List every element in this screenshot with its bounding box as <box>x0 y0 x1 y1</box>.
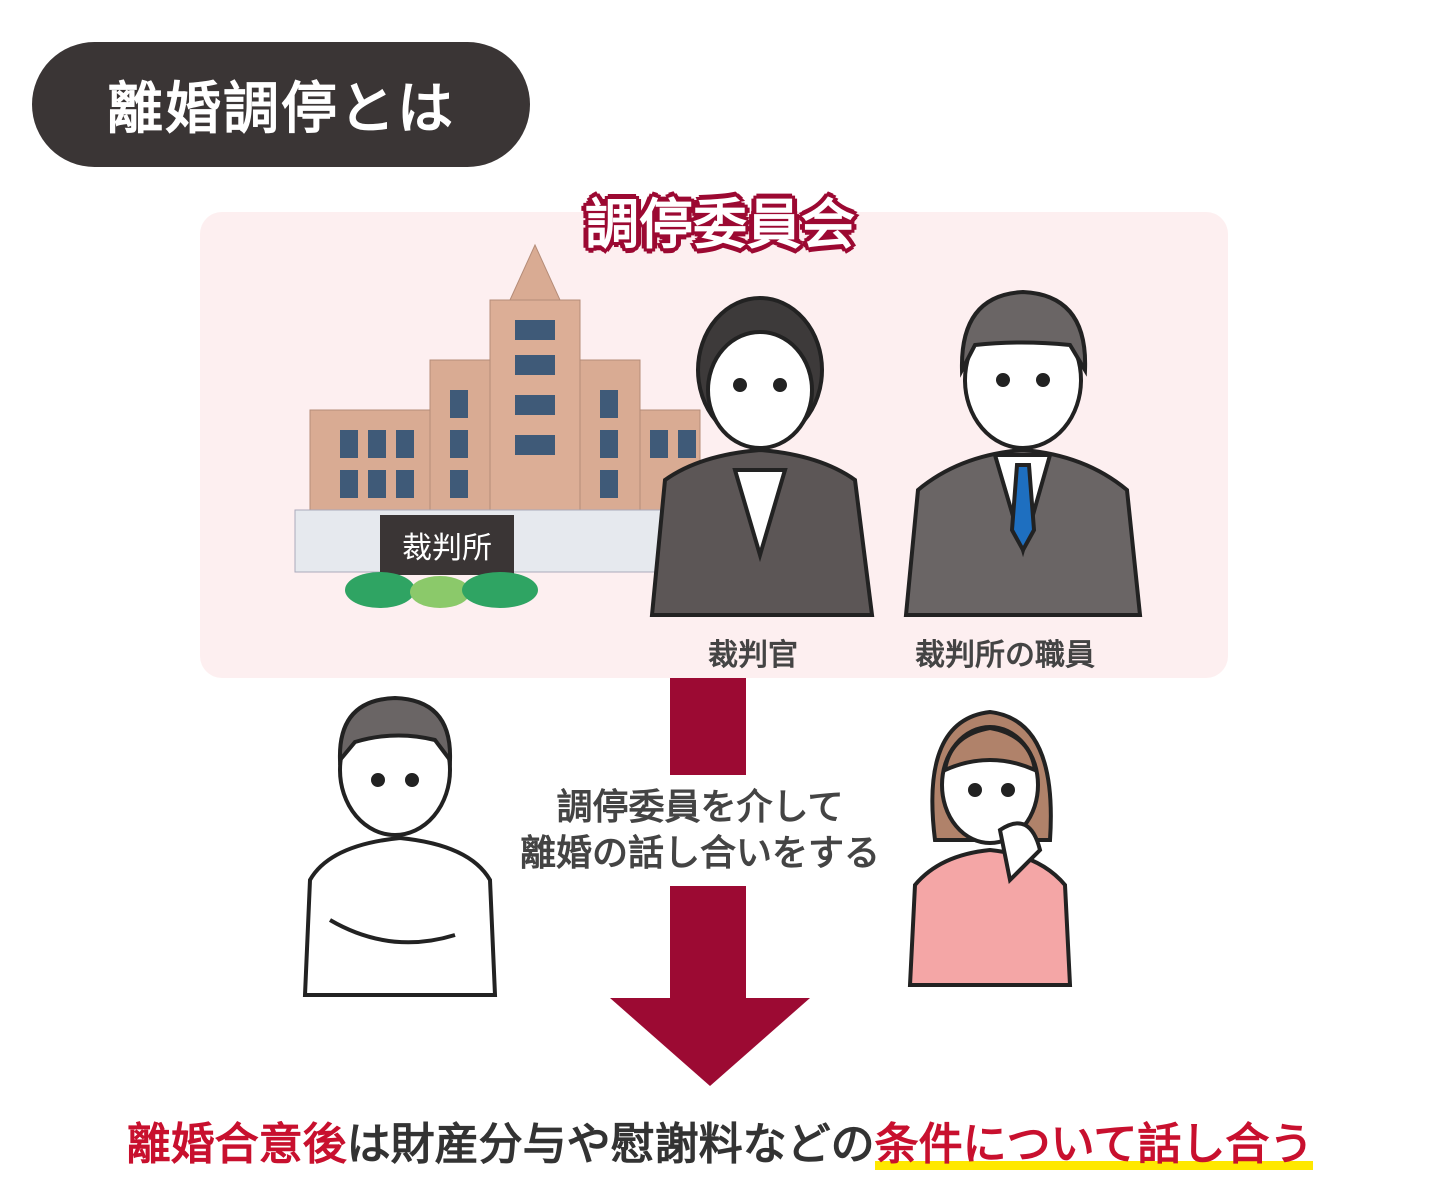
conclusion-highlight-1: 離婚合意後 <box>126 1119 347 1170</box>
judge-illustration <box>649 296 875 617</box>
flow-text-line1: 調停委員を介して <box>556 787 844 828</box>
conclusion-middle: は財産分与や慰謝料などの <box>346 1119 875 1170</box>
conclusion-text: 離婚合意後は財産分与や慰謝料などの条件について話し合う <box>0 1108 1440 1172</box>
page-title: 離婚調停とは <box>32 42 530 167</box>
court-sign: 裁判所 <box>402 531 492 566</box>
court-staff-label: 裁判所の職員 <box>915 638 1095 673</box>
committee-title: 調停委員会 <box>585 193 855 256</box>
courthouse-illustration: 裁判所 <box>294 243 701 608</box>
flow-text-line2: 離婚の話し合いをする <box>519 833 880 874</box>
judge-label: 裁判官 <box>708 638 798 673</box>
court-staff-illustration <box>903 289 1143 617</box>
flow-text: 調停委員を介して 離婚の話し合いをする <box>480 785 920 877</box>
woman-illustration <box>907 709 1073 987</box>
conclusion-highlight-2: 条件について話し合う <box>874 1119 1314 1170</box>
man-illustration <box>302 695 498 997</box>
flow-arrow <box>610 678 810 1086</box>
